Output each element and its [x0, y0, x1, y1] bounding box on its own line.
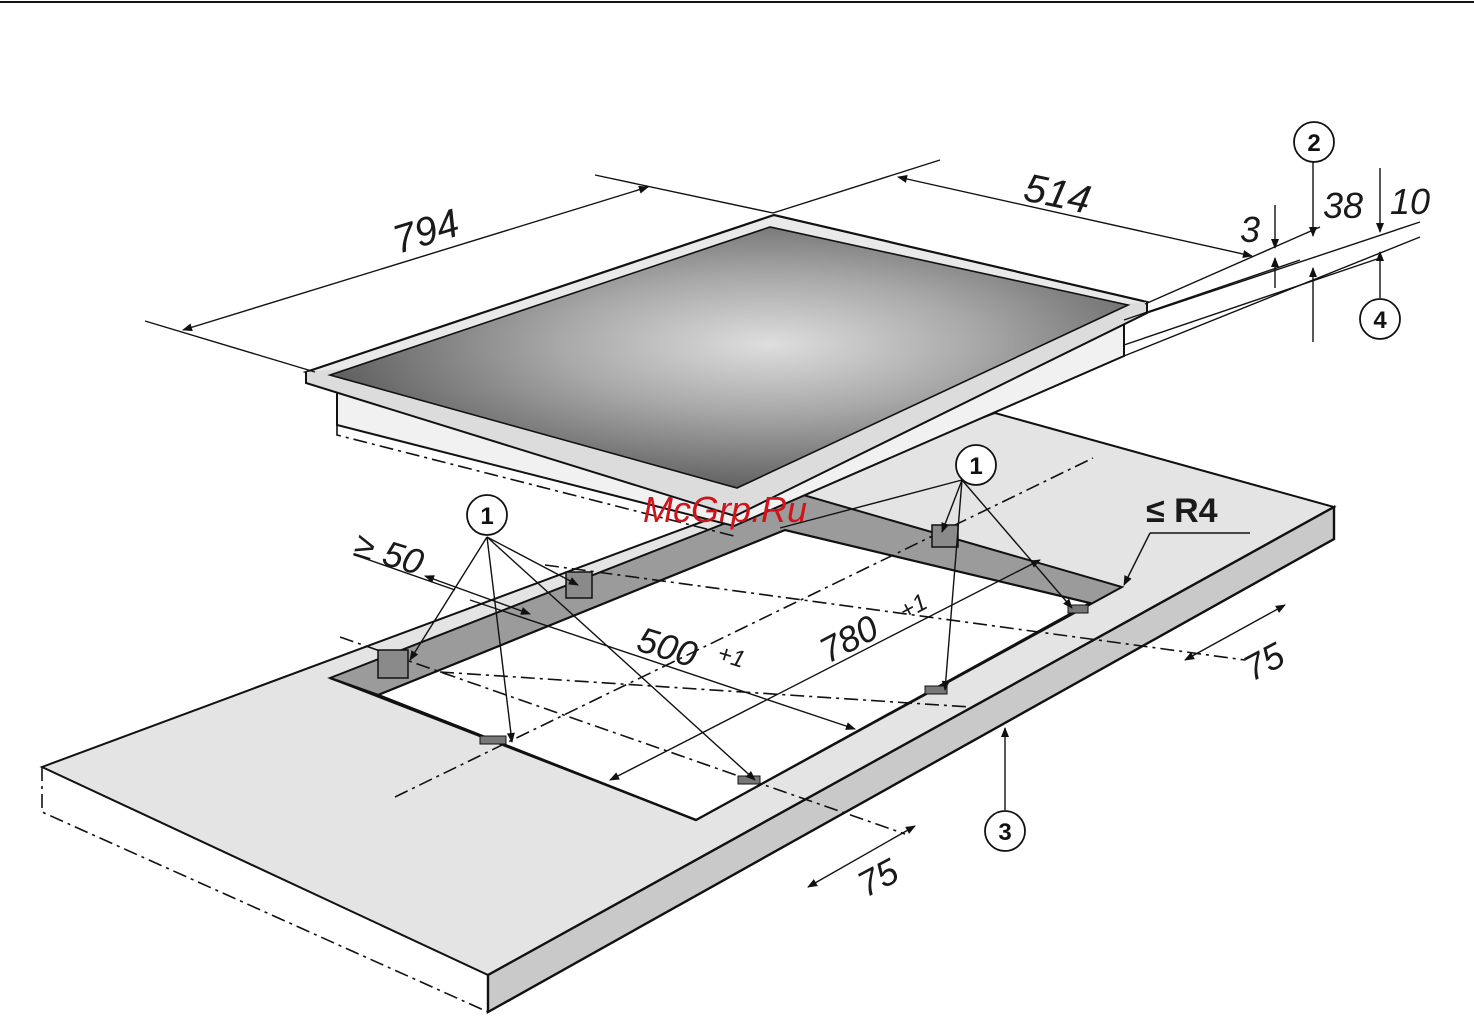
label-min-edge: ≥ 50 — [350, 523, 429, 583]
callout-clamp-right: 1 — [956, 445, 996, 485]
label-lower-offset: 10 — [1390, 181, 1430, 222]
clamp — [932, 525, 958, 547]
callout-top-height: 2 — [1294, 122, 1334, 162]
label-hob-length: 794 — [388, 201, 465, 263]
clamp-slot — [738, 776, 760, 784]
callout-number: 3 — [998, 819, 1011, 846]
clamp-slot — [925, 686, 947, 694]
callout-number: 4 — [1373, 307, 1387, 334]
extension-line — [1124, 260, 1300, 320]
label-corner-radius: ≤ R4 — [1146, 492, 1218, 530]
clamp — [378, 650, 408, 678]
watermark: McGrp.Ru — [643, 489, 807, 530]
callout-offset: 4 — [1360, 299, 1400, 339]
extension-line — [595, 175, 773, 213]
callout-number: 1 — [480, 503, 493, 530]
label-spacing-right: 75 — [1237, 634, 1292, 689]
callout-number: 2 — [1307, 130, 1320, 157]
label-total-height: 38 — [1323, 185, 1363, 226]
label-frame-height: 3 — [1240, 209, 1260, 250]
callout-number: 1 — [969, 453, 982, 480]
label-hob-depth: 514 — [1020, 166, 1094, 223]
callout-worktop: 3 — [985, 811, 1025, 851]
extension-line — [773, 160, 940, 213]
clamp — [566, 572, 592, 598]
clamp-slot — [480, 736, 506, 744]
extension-line — [145, 321, 315, 372]
extension-line — [1124, 258, 1380, 345]
callout-clamp-left: 1 — [467, 495, 507, 535]
